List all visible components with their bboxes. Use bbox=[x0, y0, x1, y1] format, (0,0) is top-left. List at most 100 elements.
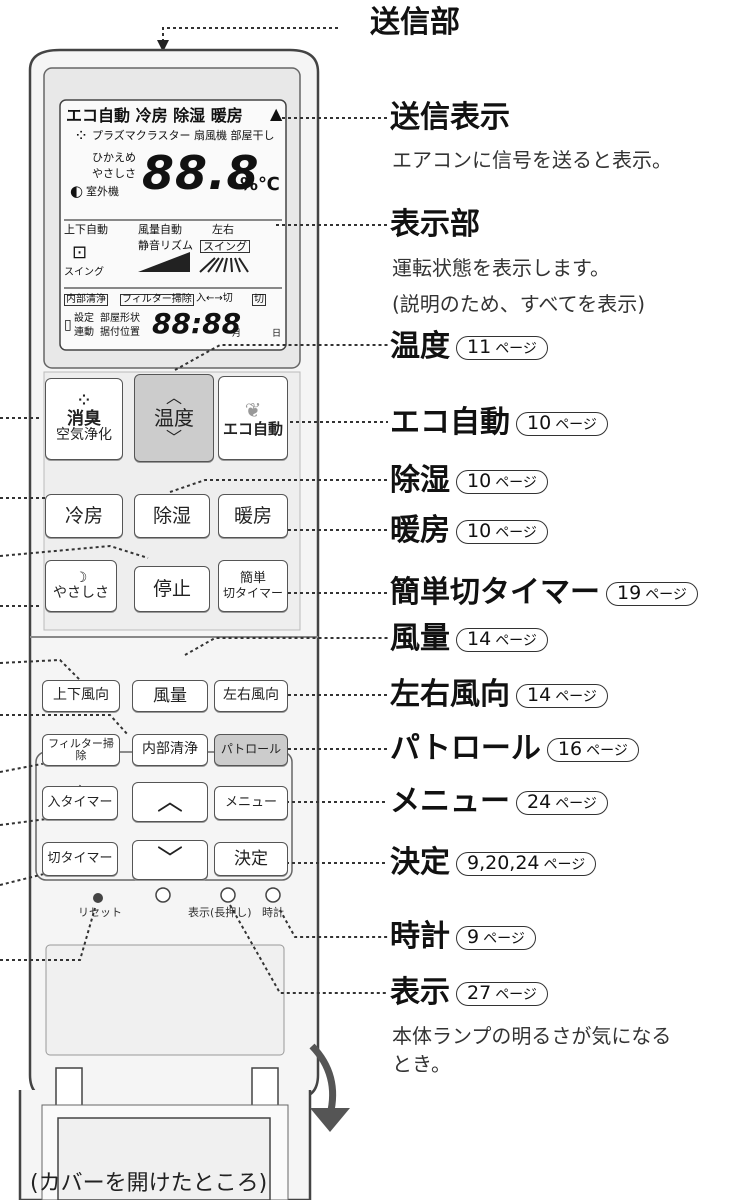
callout-eco-label: エコ自動 bbox=[390, 405, 510, 440]
stop-button[interactable]: 停止 bbox=[134, 566, 210, 612]
page-unit: ページ bbox=[495, 474, 537, 491]
eco-label: エコ自動 bbox=[222, 419, 283, 438]
page-number: 11 bbox=[467, 335, 492, 358]
lcd-position: 据付位置 bbox=[100, 327, 140, 338]
sleep-icon: ☽ bbox=[74, 569, 88, 586]
clean-button[interactable]: 内部清浄 bbox=[132, 734, 208, 766]
show-desc-2: とき。 bbox=[392, 1052, 451, 1076]
dehum-button[interactable]: 除湿 bbox=[134, 494, 210, 538]
lcd-month: 月 bbox=[232, 329, 242, 339]
chevron-down-icon: ﹀ bbox=[156, 844, 183, 875]
menu-button[interactable]: メニュー bbox=[214, 786, 288, 820]
lcd-filter: フィルター掃除 bbox=[120, 294, 194, 306]
temp-button[interactable]: ︿ 温度 ﹀ bbox=[134, 374, 214, 462]
lcd-modes: エコ自動 冷房 除湿 暖房 bbox=[66, 106, 243, 125]
arrow-down-icon bbox=[157, 40, 169, 52]
callout-ok-label: 決定 bbox=[390, 845, 450, 880]
lcd-updown: 上下自動 bbox=[64, 223, 108, 236]
lcd-plasma: プラズマクラスター 扇風機 部屋干し bbox=[92, 129, 275, 142]
page-unit: ページ bbox=[495, 986, 537, 1003]
caption: (カバーを開けたところ) bbox=[30, 1171, 268, 1196]
lcd-outdoor: 室外機 bbox=[86, 185, 119, 198]
deodorize-label: 消臭 bbox=[67, 408, 101, 429]
callout-lr-dir-label: 左右風向 bbox=[390, 677, 510, 712]
easy-label: 簡単 bbox=[239, 571, 266, 587]
callout-dehum-label: 除湿 bbox=[390, 463, 450, 498]
off-timer-label: 切タイマー bbox=[222, 585, 283, 600]
page-unit: ページ bbox=[555, 688, 597, 705]
temp-label: 温度 bbox=[154, 406, 194, 430]
page-number: 27 bbox=[467, 981, 492, 1004]
easy-timer-button[interactable]: 簡単 切タイマー bbox=[218, 560, 288, 612]
lcd-swing2: スイング bbox=[64, 267, 104, 278]
plasma-icon: ⁘ bbox=[78, 393, 90, 410]
page-unit: ページ bbox=[645, 586, 687, 603]
page-unit: ページ bbox=[543, 856, 586, 873]
chevron-up-icon: ︿ bbox=[156, 786, 183, 817]
down-button[interactable]: ﹀ bbox=[132, 840, 208, 880]
ok-button[interactable]: 決定 bbox=[214, 842, 288, 876]
leaf-icon: ❦ bbox=[244, 397, 262, 422]
page-unit: ページ bbox=[495, 524, 537, 541]
curved-arrow-icon bbox=[310, 1108, 350, 1132]
filter-button[interactable]: フィルター掃除 bbox=[42, 734, 120, 766]
callout-heat-label: 暖房 bbox=[390, 513, 450, 548]
cool-button[interactable]: 冷房 bbox=[45, 494, 123, 538]
eco-button[interactable]: ❦ エコ自動 bbox=[218, 376, 288, 460]
updown-icon: ⊡ bbox=[72, 242, 88, 263]
callout-clock-label: 時計 bbox=[390, 919, 450, 954]
up-button[interactable]: ︿ bbox=[132, 782, 208, 822]
transmitter-leader bbox=[162, 27, 340, 48]
fan-button[interactable]: 風量 bbox=[132, 680, 208, 712]
show-label: 表示(長押し) bbox=[188, 906, 252, 919]
yasashisa-button[interactable]: ☽ やさしさ bbox=[45, 560, 117, 612]
lcd-time: 88:88 bbox=[152, 307, 242, 340]
display-desc-1: 運転状態を表示します。 bbox=[392, 256, 610, 280]
off-timer-button[interactable]: 切タイマー bbox=[42, 842, 118, 876]
callout-transmitter: 送信部 bbox=[370, 5, 460, 40]
page-unit: ページ bbox=[483, 930, 525, 947]
reset-label: リセット bbox=[78, 906, 122, 919]
page-unit: ページ bbox=[555, 795, 597, 812]
on-timer-button[interactable]: 入タイマー bbox=[42, 786, 118, 820]
callout-easy-timer-label: 簡単切タイマー bbox=[390, 575, 600, 610]
lcd-quiet: 静音リズム bbox=[138, 239, 193, 252]
updown-dir-button[interactable]: 上下風向 bbox=[42, 680, 120, 712]
lcd-clean: 内部清浄 bbox=[64, 294, 108, 306]
callout-show-label: 表示 bbox=[390, 975, 450, 1010]
plasma-icon: ⁘ bbox=[74, 126, 89, 146]
lcd-hikaeme: ひかえめ bbox=[92, 151, 136, 164]
battery-icon: ▯ bbox=[64, 317, 72, 333]
page-number: 9 bbox=[467, 925, 480, 948]
lcd-unit: %℃ bbox=[240, 174, 280, 195]
show-desc-1: 本体ランプの明るさが気になる bbox=[392, 1024, 672, 1048]
display-desc-2: (説明のため、すべてを表示) bbox=[392, 292, 646, 316]
patrol-button[interactable]: パトロール bbox=[214, 734, 288, 766]
lcd-room-shape: 部屋形状 bbox=[100, 313, 140, 324]
deodorize-button[interactable]: ⁘ 消臭 空気浄化 bbox=[45, 378, 123, 460]
page-number: 9,20,24 bbox=[467, 851, 540, 874]
page-number: 16 bbox=[557, 737, 583, 760]
page-unit: ページ bbox=[495, 340, 537, 357]
page-number: 10 bbox=[527, 411, 552, 434]
send-display-desc: エアコンに信号を送ると表示。 bbox=[392, 148, 672, 172]
outdoor-icon: ◐ bbox=[70, 182, 84, 200]
lr-dir-button[interactable]: 左右風向 bbox=[214, 680, 288, 712]
heat-button[interactable]: 暖房 bbox=[218, 494, 288, 538]
